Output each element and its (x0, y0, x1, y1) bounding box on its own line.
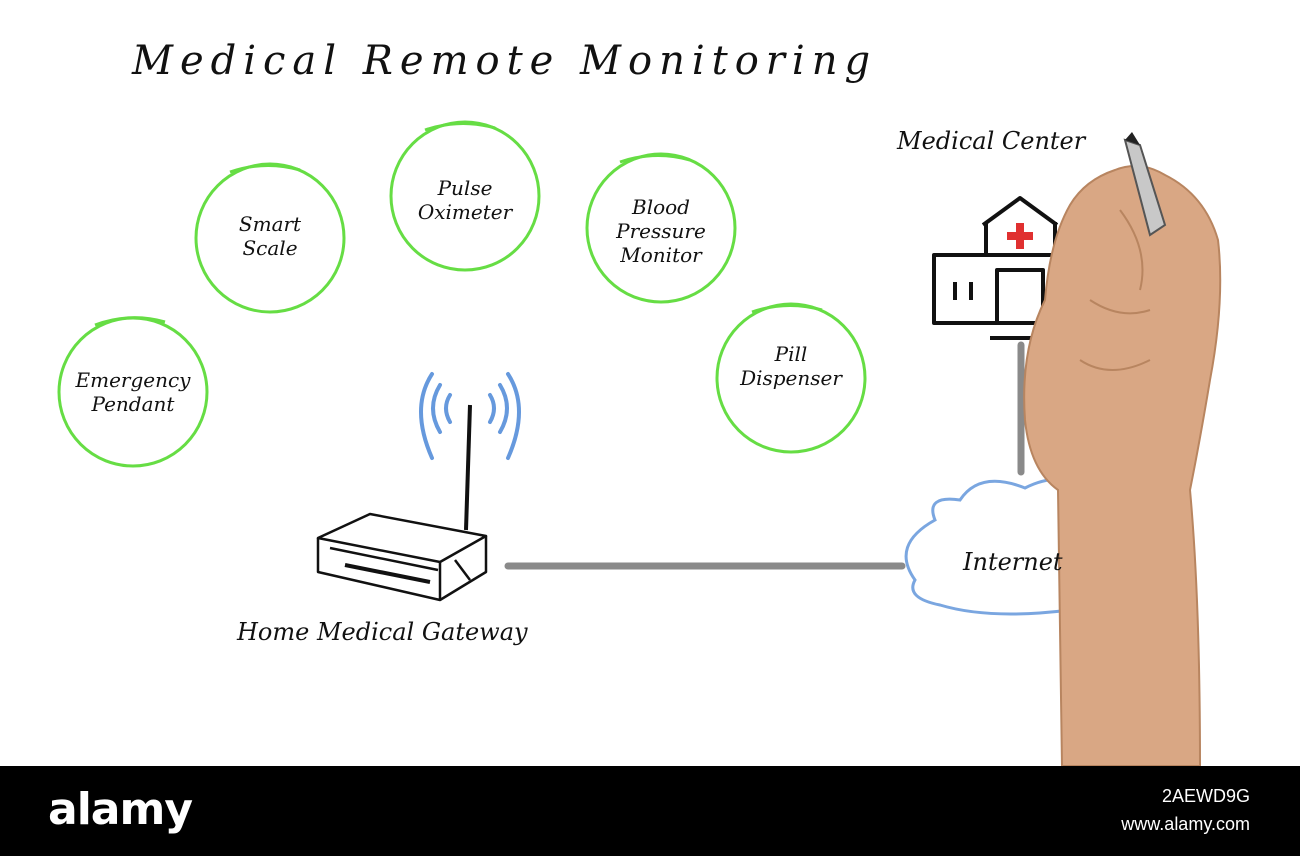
device-label-bp: Blood Pressure Monitor (581, 195, 741, 267)
device-label-line: Pill (774, 342, 808, 366)
wifi-signal-icon (419, 372, 521, 460)
watermark-footer: alamy 2AEWD9G www.alamy.com (0, 766, 1300, 856)
device-circle-pendant (57, 316, 209, 468)
internet-label: Internet (963, 548, 1063, 576)
router-icon (316, 404, 488, 602)
device-label-pill: Pill Dispenser (711, 342, 871, 390)
device-label-oximeter: Pulse Oximeter (385, 176, 545, 224)
image-id: 2AEWD9G (1161, 786, 1250, 806)
device-circle-scale (194, 162, 346, 314)
device-label-line: Scale (242, 236, 298, 260)
device-circle-oximeter (389, 120, 541, 272)
device-label-line: Monitor (620, 243, 702, 267)
device-label-line: Pulse (437, 176, 493, 200)
hand-with-marker (1023, 132, 1222, 766)
device-circle-bp (585, 152, 737, 304)
medical-center-label: Medical Center (897, 127, 1086, 155)
device-label-line: Oximeter (417, 200, 513, 224)
device-label-line: Dispenser (740, 366, 842, 390)
alamy-logo: alamy (48, 784, 193, 835)
red-cross-icon (1007, 223, 1033, 249)
device-label-pendant: Emergency Pendant (53, 368, 213, 416)
device-label-scale: Smart Scale (190, 212, 350, 260)
device-circle-pill (715, 302, 867, 454)
gateway-label: Home Medical Gateway (237, 618, 528, 646)
page-title: Medical Remote Monitoring (132, 38, 878, 84)
site-url: www.alamy.com (1121, 814, 1250, 834)
diagram-stage: Medical Remote Monitoring Emergency Pend… (53, 38, 1222, 766)
diagram-canvas (57, 120, 1222, 766)
device-label-line: Smart (238, 212, 302, 236)
device-label-line: Pendant (91, 392, 175, 416)
device-label-line: Pressure (616, 219, 706, 243)
device-label-line: Emergency (75, 368, 191, 392)
device-label-line: Blood (632, 195, 690, 219)
